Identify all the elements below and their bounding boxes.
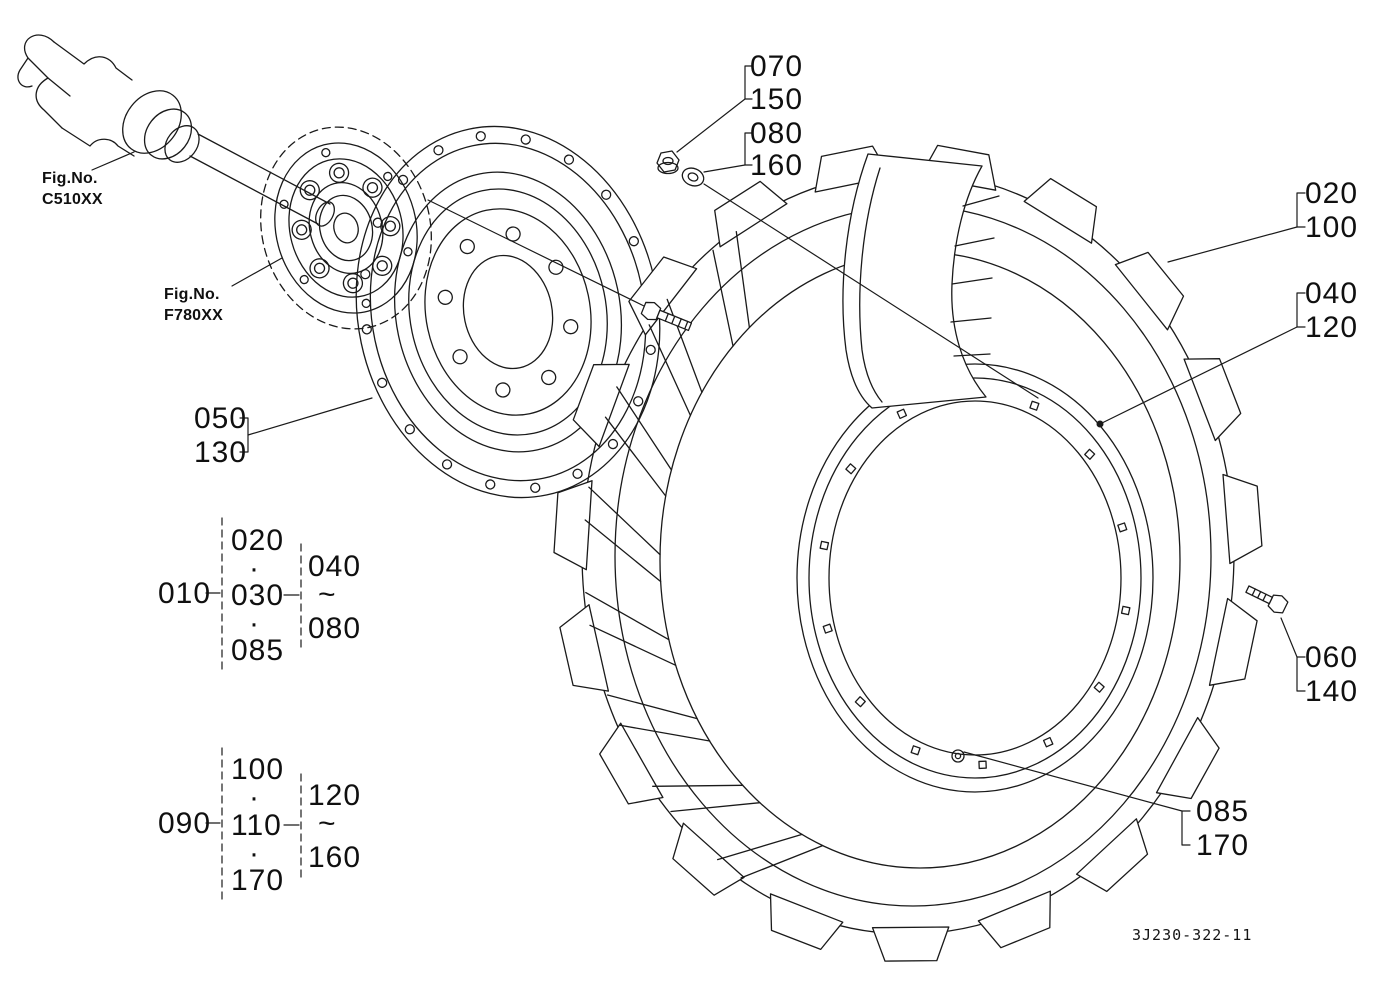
callout-050: 050 <box>194 402 248 435</box>
fig-ref-f780: Fig.No. F780XX <box>164 284 223 326</box>
fig-ref-caption: Fig.No. <box>42 170 98 187</box>
group-010-label: 010 <box>158 577 212 610</box>
group-090-item-170: 170 <box>231 864 285 897</box>
callout-085: 085 <box>1196 795 1250 828</box>
group-090-range-end: 160 <box>308 841 362 874</box>
stud-bolt <box>640 301 693 332</box>
wheel-disc <box>355 125 661 499</box>
group-010-dot: · <box>249 552 259 585</box>
group-090-range-tilde: ~ <box>318 807 337 840</box>
group-090-item-100: 100 <box>231 753 285 786</box>
tire <box>553 144 1263 962</box>
rim-clamp-bolt <box>1245 585 1289 614</box>
callout-100: 100 <box>1305 211 1359 244</box>
front-axle-assembly <box>17 34 335 227</box>
group-010-item-020: 020 <box>231 524 285 557</box>
group-090-item-110: 110 <box>231 809 282 842</box>
callout-070: 070 <box>750 50 804 83</box>
flange-nut <box>656 150 680 175</box>
callout-150: 150 <box>750 83 804 116</box>
fig-ref-c510: Fig.No. C510XX <box>42 168 103 210</box>
group-010-item-030: 030 <box>231 579 285 612</box>
callout-020: 020 <box>1305 177 1359 210</box>
callout-080: 080 <box>750 117 804 150</box>
drawing-number: 3J230-322-11 <box>1132 926 1253 944</box>
hub-flange <box>260 126 432 330</box>
callout-140: 140 <box>1305 675 1359 708</box>
group-090-label: 090 <box>158 807 212 840</box>
callout-leaders <box>91 65 1306 901</box>
callout-130: 130 <box>194 436 248 469</box>
group-090-range-start: 120 <box>308 779 362 812</box>
valve-plug <box>951 749 965 763</box>
callout-160: 160 <box>750 149 804 182</box>
group-090-dot: · <box>249 837 259 870</box>
group-090-dot: · <box>249 781 259 814</box>
callout-060: 060 <box>1305 641 1359 674</box>
fig-ref-code: C510XX <box>42 191 103 208</box>
fig-ref-caption: Fig.No. <box>164 286 220 303</box>
group-010-dot: · <box>249 607 259 640</box>
group-010-range-end: 080 <box>308 612 362 645</box>
group-010-range-start: 040 <box>308 550 362 583</box>
callout-040: 040 <box>1305 277 1359 310</box>
fig-ref-code: F780XX <box>164 307 224 324</box>
rim <box>796 363 1154 793</box>
callout-170: 170 <box>1196 829 1250 862</box>
group-010-item-085: 085 <box>231 634 285 667</box>
callout-120: 120 <box>1305 311 1359 344</box>
tire-tread-band <box>842 153 1000 409</box>
group-010-range-tilde: ~ <box>318 578 337 611</box>
washer <box>681 167 705 187</box>
